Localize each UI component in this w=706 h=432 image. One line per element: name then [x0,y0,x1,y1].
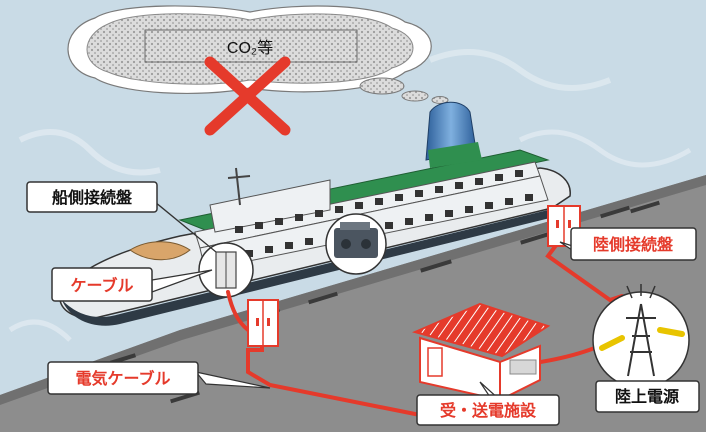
substation-label: 受・送電施設 [440,401,537,420]
ship-connection-panel-icon [198,242,254,298]
prohibition-x-icon [204,56,291,136]
shore-power-label: 陸上電源 [615,387,679,406]
sky-texture [8,49,692,342]
cable-label-box [51,267,153,302]
shore-panel-label-box [570,227,697,261]
electric-cable-label: 電気ケーブル [75,369,170,388]
pier-edge [0,175,706,405]
shore-connection-panel-icon [547,205,581,247]
ship-panel-label-box [26,181,158,213]
shore-power-pylon-icon [592,284,690,389]
shore-power-label-box [595,380,700,413]
substation-label-box [416,394,560,426]
ship-engine-icon [325,213,387,275]
shore-panel-label: 陸側接続盤 [593,235,674,254]
electric-cable-label-box [47,361,199,395]
pier-cabinet [247,299,279,347]
emission-label: CO₂等 [227,39,273,57]
emission-cloud [67,5,449,104]
cable-label: ケーブル [70,276,133,295]
ship-panel-label: 船側接続盤 [52,188,133,207]
